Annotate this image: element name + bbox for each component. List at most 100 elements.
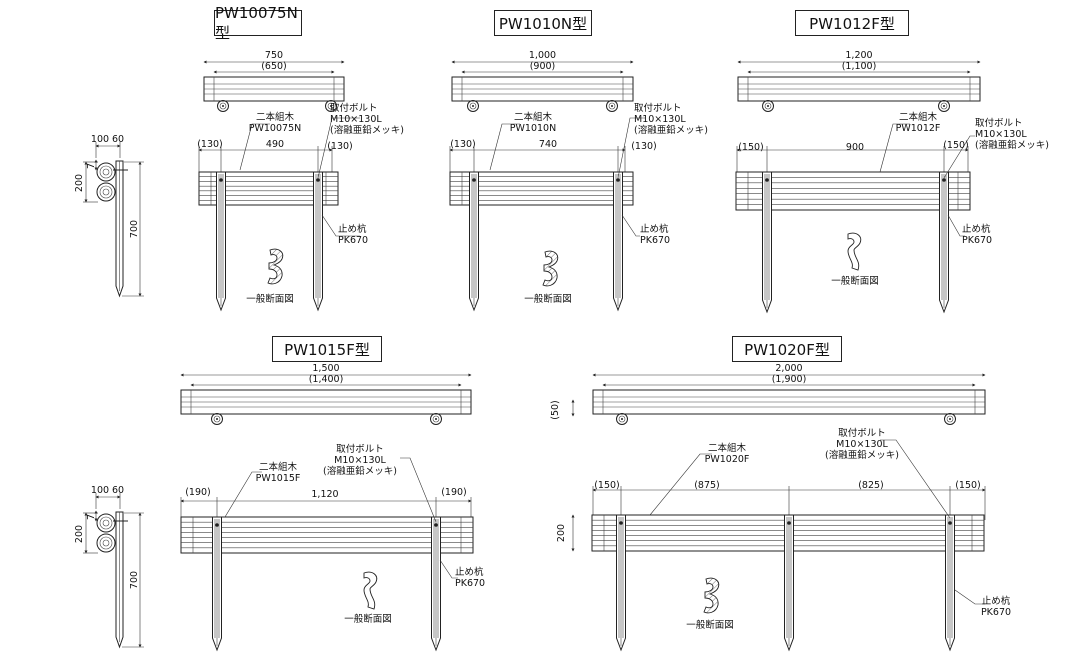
- stake-top-ring: [618, 415, 626, 423]
- leader-label-1: 二本組木: [708, 442, 747, 454]
- stake-top-center: [216, 418, 218, 420]
- height-side-pw1020f: (50): [550, 400, 561, 420]
- bolt-dot: [948, 521, 952, 525]
- bolt-dot: [787, 521, 791, 525]
- model-title-pw1015f: PW1015F型: [272, 336, 382, 362]
- leader-two-log: [489, 123, 520, 171]
- section-glyph: [847, 232, 862, 271]
- span-pw1012f: 900: [846, 142, 864, 153]
- leader-two-log: [239, 123, 270, 171]
- bolt-dot: [942, 178, 946, 182]
- leader-two-log: [224, 471, 262, 518]
- section-label-pw1020f: 一般断面図: [686, 619, 734, 631]
- stake-top-center: [222, 105, 224, 107]
- stake-top-center: [611, 105, 613, 107]
- model-title-pw1012f: PW1012F型: [795, 10, 909, 36]
- side-log-ring: [102, 519, 110, 527]
- leader-stake: [321, 214, 360, 237]
- leader-label-3: (溶融亜鉛メッキ): [825, 449, 899, 461]
- stake-top-circle: [211, 413, 223, 425]
- leader-label-2: M10×130L: [330, 114, 382, 125]
- leader-label-3: (溶融亜鉛メッキ): [330, 124, 404, 136]
- span-pw1015f: 1,120: [311, 489, 338, 500]
- section-glyph: [267, 248, 284, 285]
- inner-length-pw10075n: (650): [261, 61, 287, 72]
- leader-label-2: PW1015F: [256, 473, 301, 484]
- side-height-log: 200: [74, 525, 85, 543]
- leader-label-2: M10×130L: [836, 439, 888, 450]
- stake-top-center: [621, 418, 623, 420]
- side-height-log: 200: [74, 174, 85, 192]
- model-title-pw1020f: PW1020F型: [732, 336, 842, 362]
- leader-label-1: 止め杭: [338, 223, 367, 235]
- span1-pw1020f: (875): [694, 480, 720, 491]
- side-log: [96, 162, 116, 182]
- side-gap: 7: [86, 514, 97, 520]
- front-view-logs: [449, 171, 634, 206]
- right-end-pw1015f: (190): [441, 487, 467, 498]
- leader-label-1: 取付ボルト: [975, 118, 1023, 129]
- side-log-ring: [102, 539, 110, 547]
- leader-stake: [947, 214, 965, 237]
- leader-two-log: [649, 453, 712, 516]
- stake-top-circle: [325, 100, 337, 112]
- leader-two-log: [879, 123, 910, 173]
- left-end-pw1012f: (150): [738, 142, 764, 153]
- bolt-dot: [619, 521, 623, 525]
- span-pw1010n: 740: [539, 139, 557, 150]
- stake-top-ring: [940, 102, 948, 110]
- stake-top-circle: [944, 413, 956, 425]
- inner-length-pw1012f: (1,100): [842, 61, 877, 72]
- side-log-ring: [99, 516, 113, 530]
- stake-top-circle: [616, 413, 628, 425]
- total-length-pw1012f: 1,200: [845, 50, 872, 61]
- leader-label-1: 止め杭: [982, 595, 1011, 607]
- model-title-pw10075n: PW10075N型: [214, 4, 302, 42]
- stake-top-circle: [430, 413, 442, 425]
- right-end-pw1010n: (130): [631, 141, 657, 152]
- bolt-dot: [434, 523, 438, 527]
- side-log-ring: [102, 168, 110, 176]
- side-gap: 7: [86, 163, 97, 169]
- right-end-pw10075n: (130): [327, 141, 353, 152]
- leader-label-2: PW1010N: [510, 123, 556, 134]
- side-width-1: 100: [91, 134, 109, 145]
- leader-stake: [621, 214, 640, 237]
- stake-top-ring: [327, 102, 335, 110]
- leader-label-1: 止め杭: [962, 223, 991, 235]
- side-height-stake: 700: [129, 571, 140, 589]
- leader-bolt: [317, 117, 360, 179]
- leader-label-1: 二本組木: [256, 111, 295, 123]
- leader-label-2: PK670: [981, 607, 1011, 618]
- bolt-dot: [765, 178, 769, 182]
- leader-label-1: 取付ボルト: [336, 444, 384, 455]
- stake-top-ring: [764, 102, 772, 110]
- model-title-pw1010n: PW1010N型: [494, 10, 592, 36]
- leader-label-1: 取付ボルト: [330, 103, 378, 114]
- height-200-pw1020f: 200: [556, 524, 567, 542]
- total-length-pw10075n: 750: [265, 50, 283, 61]
- leader-label-2: PK670: [962, 235, 992, 246]
- stake-top-ring: [608, 102, 616, 110]
- bolt-dot: [215, 523, 219, 527]
- leader-bolt: [943, 135, 975, 179]
- side-log-ring: [102, 188, 110, 196]
- leader-label-1: 二本組木: [899, 111, 938, 123]
- side-width-1: 100: [91, 485, 109, 496]
- span2-pw1020f: (825): [858, 480, 884, 491]
- inner-length-pw1010n: (900): [530, 61, 556, 72]
- stake-top-circle: [938, 100, 950, 112]
- leader-bolt: [617, 117, 645, 179]
- stake-top-circle: [762, 100, 774, 112]
- section-glyph: [542, 250, 559, 287]
- leader-label-1: 取付ボルト: [838, 428, 886, 439]
- leader-label-2: PK670: [640, 235, 670, 246]
- leader-bolt: [400, 457, 437, 523]
- total-length-pw1010n: 1,000: [529, 50, 556, 61]
- leader-label-3: (溶融亜鉛メッキ): [975, 139, 1049, 151]
- section-label-pw10075n: 一般断面図: [246, 293, 294, 305]
- stake-top-center: [949, 418, 951, 420]
- leader-label-2: M10×130L: [334, 455, 386, 466]
- leader-label-3: (溶融亜鉛メッキ): [634, 124, 708, 136]
